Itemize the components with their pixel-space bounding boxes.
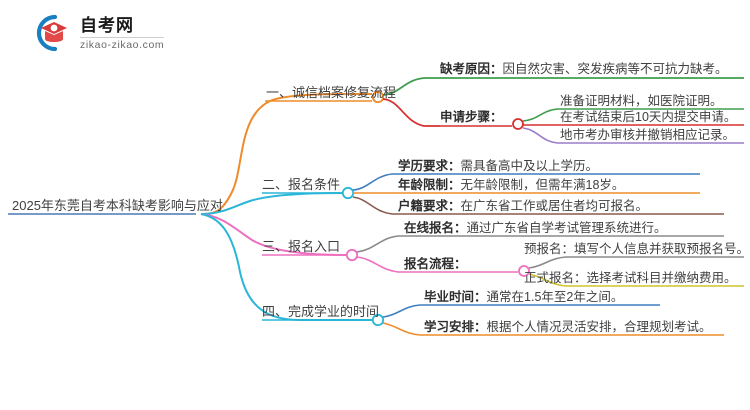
node-2-2[interactable]: 年龄限制：无年龄限制，但需年满18岁。 [398, 178, 624, 193]
node-1-1-body: 因自然灾害、突发疾病等不可抗力缺考。 [502, 62, 728, 76]
node-2-2-body: 无年龄限制，但需年满18岁。 [460, 178, 625, 192]
graduation-cap-logo-icon [28, 12, 74, 54]
root-node-label[interactable]: 2025年东莞自考本科缺考影响与应对 [12, 198, 223, 213]
connector-2-1 [352, 173, 700, 191]
connector-3-2-1 [528, 256, 744, 269]
connector-3-2 [356, 256, 462, 273]
node-4-2-lead: 学习安排： [424, 320, 487, 334]
connector-4-2 [382, 322, 724, 336]
node-2-2-lead: 年龄限制： [398, 178, 461, 192]
logo-text-block: 自考网 zikao-zikao.com [80, 15, 165, 51]
branch-2-hub[interactable] [341, 186, 355, 200]
node-3-1-lead: 在线报名： [404, 221, 467, 235]
node-3-2-lead: 报名流程： [404, 257, 467, 271]
node-4-1-body: 通常在1.5年至2年之间。 [486, 290, 624, 304]
connector-2-3 [352, 196, 724, 215]
logo-title: 自考网 [80, 15, 134, 35]
node-1-1-lead: 缺考原因： [440, 62, 503, 76]
node-3-2[interactable]: 报名流程： [404, 257, 467, 272]
connector-3-2-2 [528, 273, 744, 287]
node-4-1[interactable]: 毕业时间：通常在1.5年至2年之间。 [424, 290, 623, 305]
branch-4-label[interactable]: 四、完成学业的时间 [262, 304, 380, 319]
node-2-1[interactable]: 学历要求：需具备高中及以上学历。 [398, 159, 598, 174]
trunk-branch-4 [200, 213, 372, 321]
connector-4-1 [382, 304, 660, 318]
node-2-1-body: 需具备高中及以上学历。 [460, 159, 599, 173]
node-1-2-1[interactable]: 准备证明材料，如医院证明。 [560, 94, 723, 108]
node-1-2[interactable]: 申请步骤： [440, 110, 503, 125]
connector-3-1 [356, 235, 724, 253]
trunk-branch-1 [200, 92, 373, 215]
node-1-2-2[interactable]: 在考试结束后10天内提交申请。 [560, 110, 737, 124]
node-1-2-hub[interactable] [512, 118, 524, 130]
node-4-2-body: 根据个人情况灵活安排，合理规划考试。 [486, 320, 712, 334]
node-3-1-body: 通过广东省自学考试管理系统进行。 [466, 221, 667, 235]
logo-subtitle: zikao-zikao.com [80, 38, 165, 51]
connector-1-1 [382, 77, 744, 96]
node-1-2-3[interactable]: 地市考办审核并撤销相应记录。 [560, 128, 736, 142]
node-1-2-lead: 申请步骤： [440, 110, 503, 124]
branch-1-label[interactable]: 一、诚信档案修复流程 [266, 85, 397, 100]
node-2-3[interactable]: 户籍要求：在广东省工作或居住者均可报名。 [398, 199, 648, 214]
node-2-3-lead: 户籍要求： [398, 199, 461, 213]
node-3-1[interactable]: 在线报名：通过广东省自学考试管理系统进行。 [404, 221, 667, 236]
site-logo: 自考网 zikao-zikao.com [28, 12, 165, 54]
logo-divider [80, 36, 165, 38]
connector-1-2-3 [522, 127, 744, 144]
branch-1-hub[interactable] [371, 90, 385, 104]
node-3-2-2[interactable]: 正式报名：选择考试科目并缴纳费用。 [524, 271, 737, 285]
node-2-3-body: 在广东省工作或居住者均可报名。 [460, 199, 649, 213]
branch-3-label[interactable]: 三、报名入口 [262, 239, 341, 254]
node-4-2[interactable]: 学习安排：根据个人情况灵活安排，合理规划考试。 [424, 320, 712, 335]
connector-1-2 [382, 98, 440, 127]
node-4-1-lead: 毕业时间： [424, 290, 487, 304]
branch-4-hub[interactable] [371, 313, 385, 327]
connector-1-2-1 [522, 108, 744, 122]
branch-2-label[interactable]: 二、报名条件 [262, 177, 341, 192]
node-3-2-hub[interactable] [518, 265, 530, 277]
node-2-1-lead: 学历要求： [398, 159, 461, 173]
node-1-1[interactable]: 缺考原因：因自然灾害、突发疾病等不可抗力缺考。 [440, 62, 728, 77]
branch-3-hub[interactable] [345, 248, 359, 262]
node-3-2-1[interactable]: 预报名：填写个人信息并获取预报名号。 [524, 242, 750, 256]
